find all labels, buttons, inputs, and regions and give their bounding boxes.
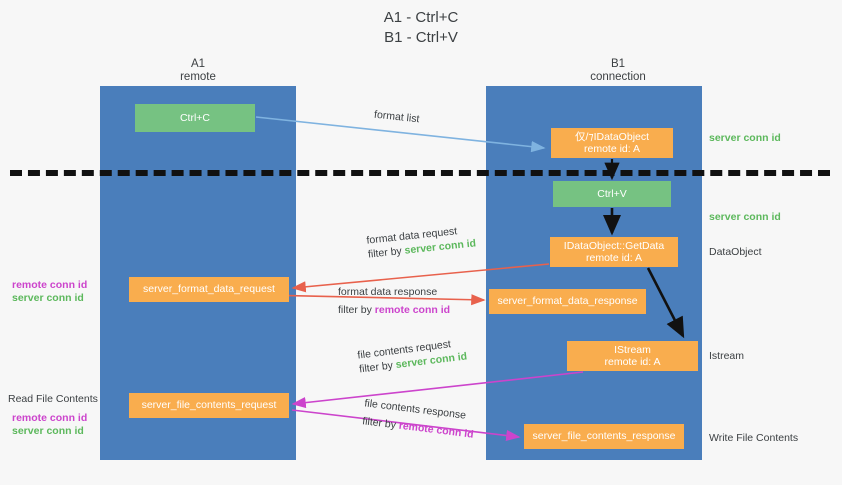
left-label-remote-conn-id-1: remote conn id [12,279,88,291]
filter-key-remote-conn-id: remote conn id [374,304,451,316]
node-server-file-contents-request[interactable]: server_file_contents_request [129,393,289,418]
node-istream-sub: remote id: A [604,356,661,368]
node-ctrl-c-label: Ctrl+C [179,111,211,124]
diagram-title: A1 - Ctrl+C B1 - Ctrl+V [0,8,842,48]
edge-label-format-data-request: format data request filter by server con… [366,222,477,261]
column-header-a1: A1 remote [120,58,276,84]
node-server-format-data-response-label: server_format_data_response [497,295,638,308]
column-b1-name: B1 [610,58,626,70]
filter-prefix: filter by [367,244,406,261]
node-istream-label: IStream [614,343,651,356]
left-label-read-file-contents: Read File Contents [8,393,98,405]
section-divider [10,170,830,176]
column-header-b1: B1 connection [540,58,696,84]
left-label-remote-conn-id-2: remote conn id [12,412,88,424]
edge-label-file-contents-response: file contents response filter by remote … [361,396,476,441]
node-server-file-contents-response[interactable]: server_file_contents_response [524,424,684,449]
node-istream[interactable]: IStream remote id: A [567,341,698,371]
filter-prefix: filter by [358,359,397,376]
right-label-dataobject: DataObject [709,246,762,258]
filter-prefix: filter by [338,304,375,316]
node-getdata-sub: remote id: A [585,252,643,264]
right-label-server-conn-id-mid: server conn id [709,211,781,223]
left-label-server-conn-id-2: server conn id [12,425,84,437]
node-server-format-data-request-label: server_format_data_request [143,283,275,296]
node-idataobject-label: 仅/⁊IDataObject [574,130,650,143]
node-ctrl-c[interactable]: Ctrl+C [135,104,255,132]
node-server-file-contents-request-label: server_file_contents_request [141,399,277,412]
node-getdata[interactable]: IDataObject::GetData remote id: A [550,237,678,267]
node-idataobject[interactable]: 仅/⁊IDataObject remote id: A [551,128,673,158]
title-line-2: B1 - Ctrl+V [384,29,458,46]
edge-label-format-data-response-filter: filter by remote conn id [338,303,450,317]
node-ctrl-v[interactable]: Ctrl+V [553,181,671,207]
filter-key-remote-conn-id: remote conn id [398,419,475,441]
column-b1-role: connection [590,71,646,83]
edge-label-format-data-response-text: format data response [338,286,438,298]
node-idataobject-sub: remote id: A [583,143,641,155]
node-getdata-label: IDataObject::GetData [563,239,665,252]
column-a1-role: remote [180,71,216,83]
title-line-1: A1 - Ctrl+C [383,9,459,26]
edge-label-file-contents-request: file contents request filter by server c… [357,335,468,376]
edge-label-format-list: format list [373,108,420,127]
node-server-file-contents-response-label: server_file_contents_response [532,430,676,443]
right-label-server-conn-id-top: server conn id [709,132,781,144]
edge-label-format-data-response: format data response filter by remote co… [338,285,450,317]
edge-label-format-list-text: format list [373,108,421,126]
column-a1-name: A1 [190,58,206,70]
filter-prefix: filter by [361,415,400,432]
right-label-write-file-contents: Write File Contents [709,432,799,444]
node-ctrl-v-label: Ctrl+V [597,187,627,200]
left-label-server-conn-id-1: server conn id [12,292,84,304]
right-label-istream: Istream [709,350,745,362]
node-server-format-data-request[interactable]: server_format_data_request [129,277,289,302]
node-server-format-data-response[interactable]: server_format_data_response [489,289,646,314]
